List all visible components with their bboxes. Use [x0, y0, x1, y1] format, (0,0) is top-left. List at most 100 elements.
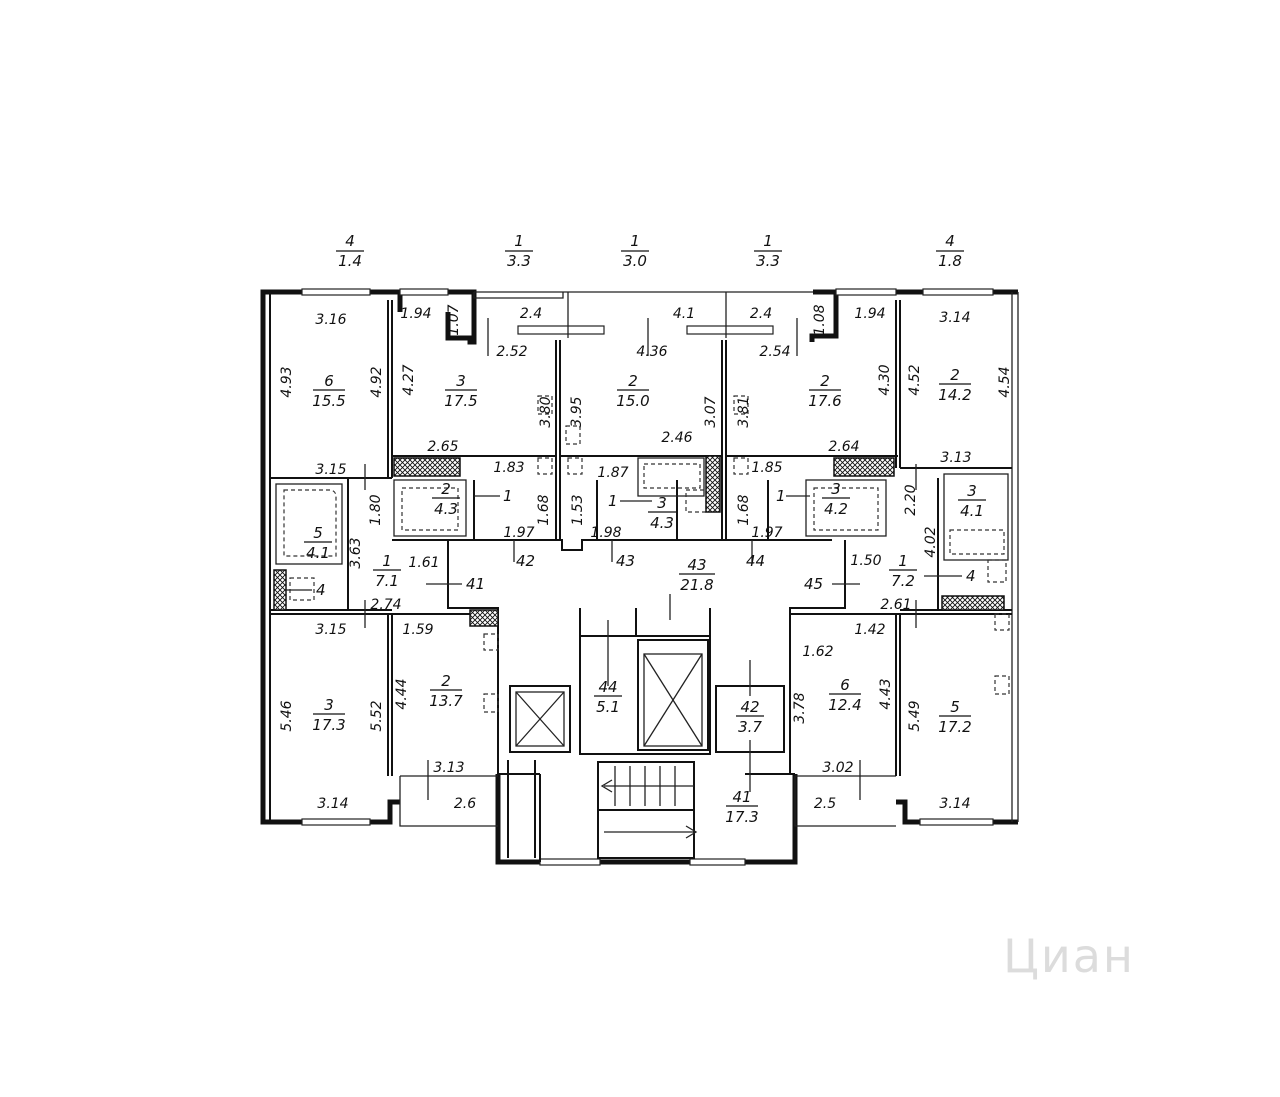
leader-label: 44: [746, 552, 765, 570]
room-number: 5: [950, 698, 960, 716]
balcony-area: 3.0: [623, 252, 647, 270]
room-number: 2: [441, 480, 451, 498]
room-area: 17.2: [938, 718, 971, 736]
balcony-area: 3.3: [756, 252, 780, 270]
room-area: 21.8: [680, 576, 713, 594]
dimension-label: 1.53: [570, 494, 586, 525]
room-label: 214.2: [938, 366, 971, 404]
dimension-label: 5.52: [369, 700, 385, 731]
balcony-labels: 4 1.4 1 3.3 1 3.0 1 3.3 4 1.8: [336, 232, 964, 270]
leader-label: 1: [608, 492, 618, 510]
dimension-label: 4.43: [878, 678, 894, 709]
room-label: 213.7: [429, 672, 463, 710]
dimension-label: 1.94: [854, 306, 885, 322]
interior-walls: [269, 292, 1012, 862]
dimension-label: 3.16: [315, 312, 346, 328]
dimension-label: 4.1: [673, 306, 695, 322]
room-label: 34.3: [648, 494, 676, 532]
dimension-label: 3.13: [940, 450, 971, 466]
leader-label: 1: [503, 487, 513, 505]
room-label: 54.1: [304, 524, 332, 562]
vent-shafts: [273, 455, 1005, 627]
dimension-label: 4.93: [279, 366, 295, 397]
dimension-label: 1.80: [368, 494, 384, 525]
leader-label: 4: [966, 567, 976, 585]
dimension-label: 3.80: [538, 396, 554, 427]
room-number: 2: [950, 366, 960, 384]
balcony-number: 4: [945, 232, 955, 250]
balcony-number: 1: [763, 232, 773, 250]
balcony-area: 1.8: [938, 252, 962, 270]
room-label: 34.1: [958, 482, 986, 520]
room-number: 3: [456, 372, 466, 390]
dimension-label: 1.98: [590, 525, 621, 541]
watermark-text: Циан: [1003, 929, 1135, 983]
room-number: 6: [840, 676, 850, 694]
room-area: 4.1: [960, 502, 984, 520]
dimension-label: 3.13: [433, 760, 464, 776]
room-number: 2: [820, 372, 830, 390]
dimension-label: 1.97: [751, 525, 782, 541]
balcony-number: 1: [514, 232, 524, 250]
room-area: 12.4: [828, 696, 861, 714]
dimension-label: 1.87: [597, 465, 628, 481]
watermark: Циан: [1003, 929, 1135, 983]
room-number: 1: [382, 552, 392, 570]
balcony-number: 1: [630, 232, 640, 250]
balcony-area: 1.4: [338, 252, 362, 270]
leader-label: 43: [616, 552, 635, 570]
balcony-label: 1 3.3: [754, 232, 782, 270]
dimension-label: 2.54: [759, 344, 790, 360]
room-label: 43 21.8: [679, 556, 715, 594]
room-number: 3: [831, 480, 841, 498]
dimension-label: 1.83: [493, 460, 524, 476]
room-number: 43: [687, 556, 706, 574]
dimension-label: 3.81: [736, 396, 752, 427]
balcony-outlines: [399, 291, 1019, 827]
room-area: 3.7: [738, 718, 762, 736]
dimension-label: 1.50: [850, 553, 881, 569]
room-label: 423.7: [736, 698, 764, 736]
toilet-fixtures: [289, 457, 1010, 651]
room-label: 445.1: [594, 678, 622, 716]
dimension-label: 1.62: [802, 644, 833, 660]
dimension-label: 3.02: [822, 760, 853, 776]
room-area: 4.1: [306, 544, 330, 562]
room-area: 17.5: [444, 392, 477, 410]
bathtub-fixtures: [275, 457, 1009, 565]
room-area: 4.3: [434, 500, 458, 518]
leader-label: 45: [804, 575, 823, 593]
stair-arrows: [600, 766, 698, 839]
dimension-label: 4.30: [877, 364, 893, 395]
room-label: 317.5: [444, 372, 477, 410]
dimension-label: 4.92: [369, 366, 385, 397]
dimension-label: 5.46: [279, 700, 295, 731]
dimension-label: 1.94: [400, 306, 431, 322]
room-label: 17.1: [373, 552, 401, 590]
stove-fixtures: [483, 395, 1010, 713]
dimension-label: 2.46: [661, 430, 692, 446]
dimension-label: 2.6: [454, 796, 476, 812]
dimension-label: 4.52: [907, 364, 923, 395]
room-area: 7.1: [375, 572, 399, 590]
room-number: 3: [967, 482, 977, 500]
room-area: 5.1: [596, 698, 620, 716]
balcony-number: 4: [345, 232, 355, 250]
room-label: 217.6: [808, 372, 841, 410]
room-area: 15.0: [616, 392, 649, 410]
dimension-label: 2.4: [750, 306, 772, 322]
dimension-label: 2.52: [496, 344, 527, 360]
room-number: 3: [657, 494, 667, 512]
leader-label: 4: [316, 581, 326, 599]
room-area: 4.3: [650, 514, 674, 532]
dimension-label: 1.59: [402, 622, 433, 638]
leader-label: 41: [466, 575, 485, 593]
room-label: 215.0: [616, 372, 649, 410]
room-area: 13.7: [429, 692, 463, 710]
dimension-label: 1.68: [536, 494, 552, 525]
dimension-label: 3.95: [569, 396, 585, 427]
room-label: 615.5: [312, 372, 345, 410]
room-area: 4.2: [824, 500, 848, 518]
balcony-label: 1 3.3: [505, 232, 533, 270]
